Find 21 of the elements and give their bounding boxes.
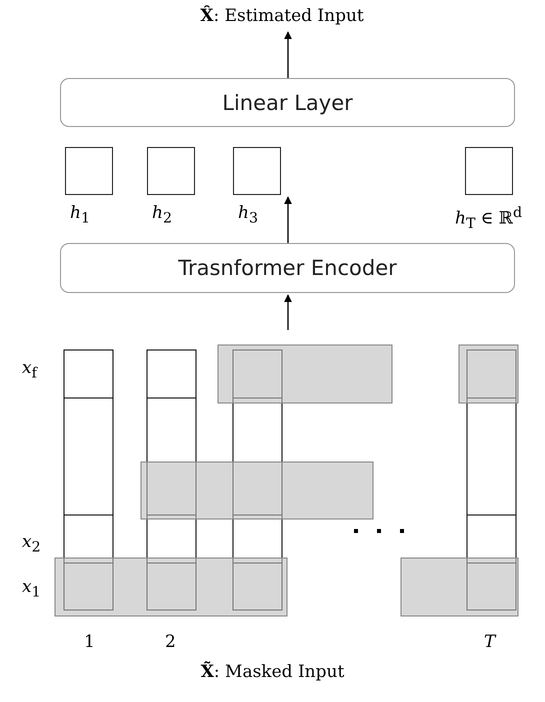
caption: X̃: Masked Input [200, 662, 346, 682]
vector-label: h$_{1}$ [70, 203, 90, 228]
column-label: T [484, 632, 496, 652]
vector-label: h$_{T}$ ∈ ℝ$^{d}$ [455, 204, 522, 234]
row-label: x$_{2}$ [22, 532, 41, 558]
arrow [284, 294, 292, 330]
arrow [284, 31, 292, 78]
hidden-state-box [147, 147, 195, 195]
hidden-state-box [65, 147, 113, 195]
layer-box: Trasnformer Encoder [60, 243, 515, 293]
column-label: 2 [165, 632, 176, 652]
hidden-state-box [233, 147, 281, 195]
column-label: 1 [84, 632, 95, 652]
arrow [284, 196, 292, 243]
hidden-state-box [465, 147, 513, 195]
layer-box: Linear Layer [60, 78, 515, 127]
output-label: X̂: Estimated Input [182, 6, 382, 30]
vector-label: h$_{3}$ [238, 203, 258, 228]
row-label: x$_{f}$ [22, 358, 37, 384]
row-label: x$_{1}$ [22, 577, 41, 602]
vector-label: h$_{2}$ [152, 203, 172, 228]
